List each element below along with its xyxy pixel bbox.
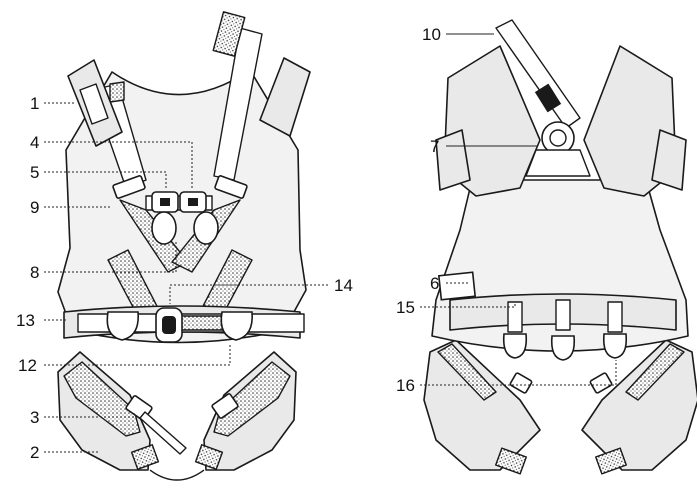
callout-10: 10 — [422, 25, 441, 44]
front-shoulder-pad-left — [67, 59, 123, 147]
callout-4: 4 — [30, 133, 39, 152]
callout-15: 15 — [396, 298, 415, 317]
back-pad-label — [437, 271, 477, 301]
shoulder-adjuster-left — [112, 175, 146, 199]
callout-14: 14 — [334, 276, 353, 295]
back-view — [423, 19, 697, 475]
callout-6: 6 — [430, 274, 439, 293]
front-side-ring-left — [106, 311, 139, 341]
front-sternal-loop-left — [151, 211, 177, 245]
front-sternal-loop-right — [193, 211, 219, 245]
back-gear-loop-2 — [555, 299, 571, 331]
callout-1: 1 — [30, 94, 39, 113]
callout-numbers: 1 4 5 9 8 14 13 12 3 2 10 7 6 15 16 — [16, 25, 441, 462]
back-gear-loop-3 — [607, 301, 623, 333]
front-side-ring-right — [220, 311, 253, 341]
shoulder-adjuster-right — [214, 175, 248, 199]
callout-3: 3 — [30, 408, 39, 427]
callout-8: 8 — [30, 263, 39, 282]
callout-12: 12 — [18, 356, 37, 375]
back-equipment-ring-1 — [502, 333, 528, 359]
callout-7: 7 — [430, 137, 439, 156]
back-equipment-ring-2 — [550, 335, 576, 361]
callout-16: 16 — [396, 376, 415, 395]
callout-2: 2 — [30, 443, 39, 462]
callout-leaders — [44, 33, 617, 453]
back-dorsal-attachment — [525, 121, 591, 177]
callout-9: 9 — [30, 198, 39, 217]
back-leg-loop-right — [581, 339, 697, 471]
front-ventral-attachment — [155, 307, 183, 343]
back-leg-loop-left — [423, 339, 541, 471]
callout-13: 13 — [16, 311, 35, 330]
front-leg-loop-right — [194, 351, 297, 471]
front-view — [57, 11, 311, 481]
back-equipment-ring-3 — [602, 333, 628, 359]
back-gear-loop-1 — [507, 301, 523, 333]
callout-5: 5 — [30, 163, 39, 182]
front-shoulder-pad-right — [259, 57, 311, 137]
back-dorsal-extension — [495, 19, 581, 129]
leg-loop-buckle-right — [211, 393, 239, 419]
